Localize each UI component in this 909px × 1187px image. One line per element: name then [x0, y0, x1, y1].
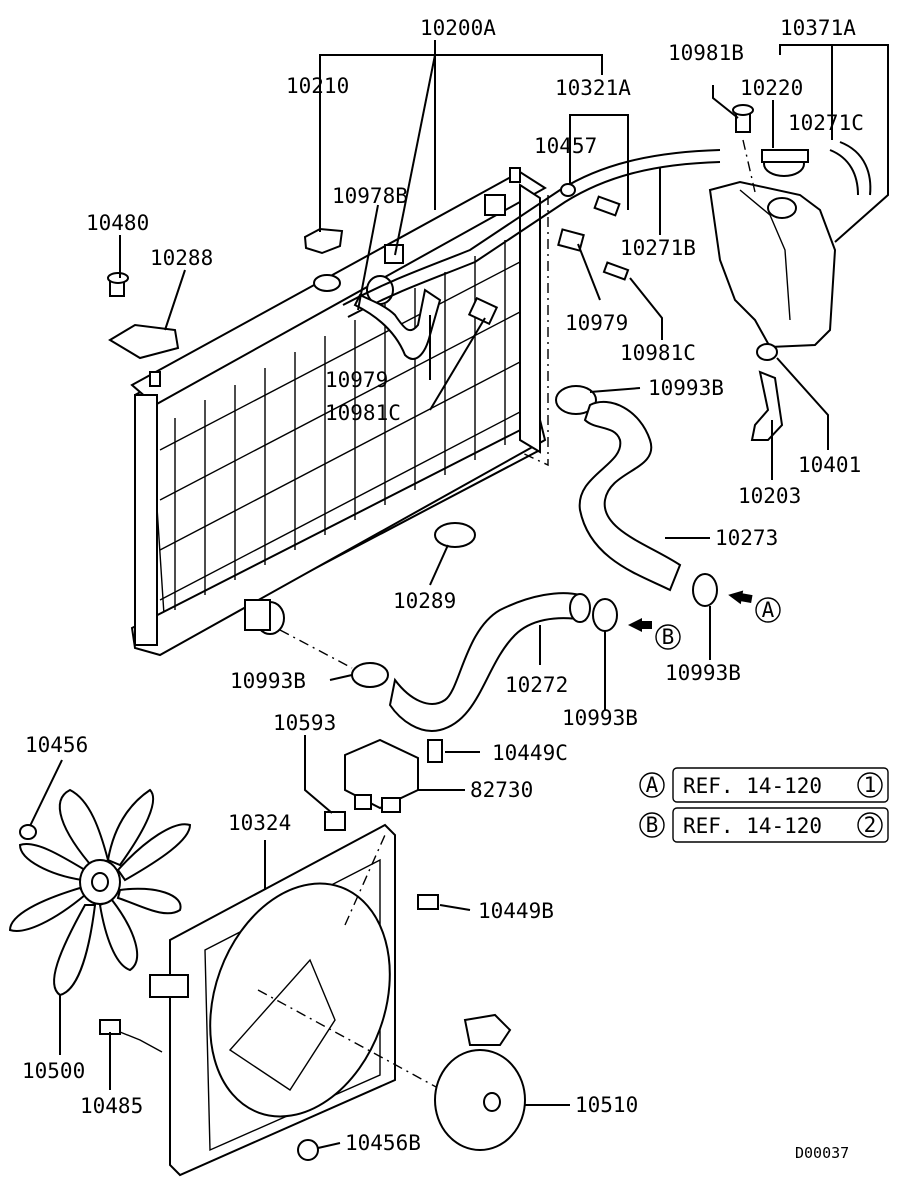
- label-10371A: 10371A: [780, 16, 856, 40]
- label-10979-left: 10979: [325, 368, 388, 392]
- label-10271B: 10271B: [620, 236, 696, 260]
- label-10480: 10480: [86, 211, 149, 235]
- label-10485: 10485: [80, 1094, 143, 1118]
- part-labels: 10200A 10210 10321A 10981B 10371A 10220 …: [22, 16, 864, 1155]
- label-10220: 10220: [740, 76, 803, 100]
- label-10289: 10289: [393, 589, 456, 613]
- label-10981C-right: 10981C: [620, 341, 696, 365]
- label-10500: 10500: [22, 1059, 85, 1083]
- reference-b: B REF. 14-120 2: [639, 807, 889, 843]
- mounts: [107, 272, 476, 548]
- label-10210: 10210: [286, 74, 349, 98]
- label-10981B-top: 10981B: [668, 41, 744, 65]
- reference-b-text: REF. 14-120: [683, 814, 822, 838]
- label-10979-right: 10979: [565, 311, 628, 335]
- connector-b: B: [655, 624, 681, 650]
- reserve-tank: [708, 104, 872, 441]
- flow-arrows: [628, 590, 753, 632]
- small-parts-top: [303, 183, 630, 326]
- diagram-code: D00037: [795, 1144, 849, 1162]
- label-10271C: 10271C: [788, 111, 864, 135]
- label-10401: 10401: [798, 453, 861, 477]
- reference-b-number: 2: [864, 813, 877, 837]
- leader-lines: [29, 40, 889, 1149]
- reference-a-letter: A: [646, 773, 659, 797]
- label-10203: 10203: [738, 484, 801, 508]
- label-10993B-left: 10993B: [230, 669, 306, 693]
- connector-a: A: [755, 597, 781, 623]
- connector-b-letter: B: [662, 625, 675, 649]
- label-10981C-left: 10981C: [325, 401, 401, 425]
- reference-a: A REF. 14-120 1: [639, 767, 889, 803]
- label-10288: 10288: [150, 246, 213, 270]
- label-10200A: 10200A: [420, 16, 496, 40]
- label-10593: 10593: [273, 711, 336, 735]
- label-10449B: 10449B: [478, 899, 554, 923]
- label-10272: 10272: [505, 673, 568, 697]
- connector-a-letter: A: [762, 598, 775, 622]
- label-10978B: 10978B: [332, 184, 408, 208]
- fan-shroud: [149, 823, 461, 1177]
- bolts: [99, 894, 439, 1161]
- label-10324: 10324: [228, 811, 291, 835]
- reference-a-text: REF. 14-120: [683, 774, 822, 798]
- label-10449C: 10449C: [492, 741, 568, 765]
- label-10321A: 10321A: [555, 76, 631, 100]
- label-10993B-upper: 10993B: [648, 376, 724, 400]
- upper-hose: [555, 385, 718, 607]
- label-10456B: 10456B: [345, 1131, 421, 1155]
- fan-resistor: [324, 738, 443, 831]
- overflow-hose: [342, 149, 721, 360]
- label-82730: 82730: [470, 778, 533, 802]
- reference-b-letter: B: [646, 813, 659, 837]
- label-10273: 10273: [715, 526, 778, 550]
- label-10457: 10457: [534, 134, 597, 158]
- label-10456: 10456: [25, 733, 88, 757]
- label-10510: 10510: [575, 1093, 638, 1117]
- reference-a-number: 1: [864, 773, 877, 797]
- fan-motor: [434, 1013, 526, 1151]
- label-10993B-lower: 10993B: [562, 706, 638, 730]
- label-10993B-right: 10993B: [665, 661, 741, 685]
- cooling-fan: [8, 788, 192, 997]
